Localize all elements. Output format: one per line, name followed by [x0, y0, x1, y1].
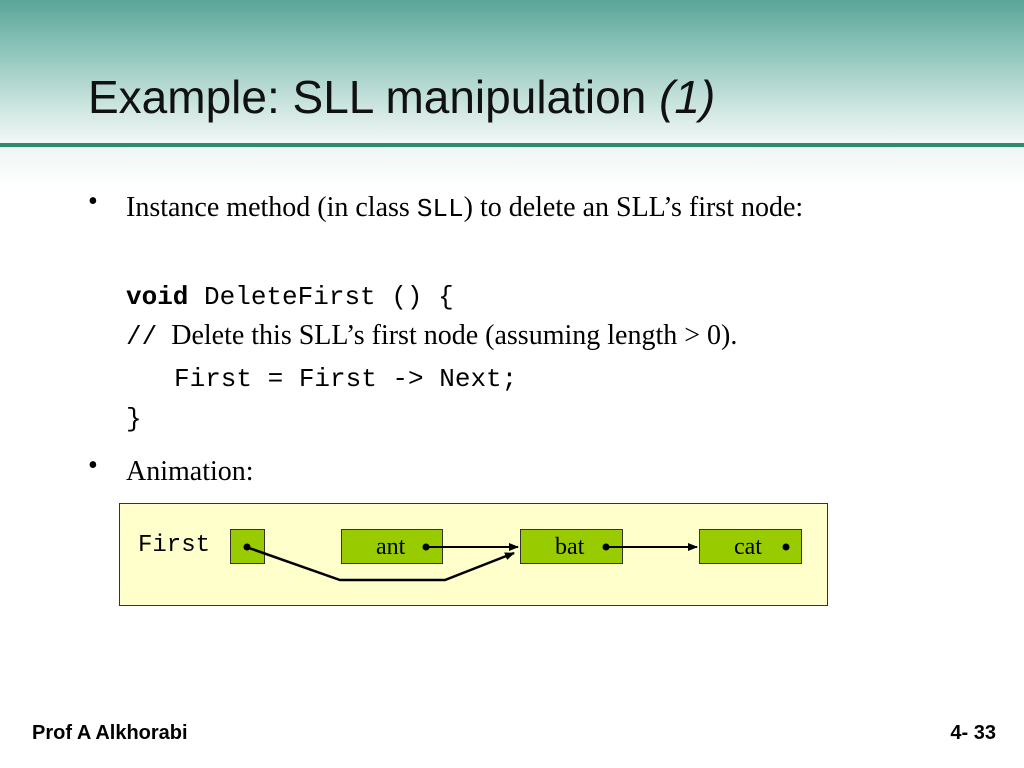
code-line-comment: // Delete this SLL’s first node (assumin… [126, 320, 737, 352]
code-statement: First = First -> Next; [174, 364, 518, 394]
footer-page-number: 4- 33 [950, 722, 996, 744]
node-label: cat [734, 534, 762, 560]
code-comment-text: Delete this SLL’s first node (assuming l… [157, 320, 738, 351]
bullet-1-text: Instance method (in class SLL) to delete… [126, 186, 926, 231]
header-background [0, 0, 1024, 145]
header-fade [0, 147, 1024, 187]
bullet-1-text-after: ) to delete an SLL’s first node: [463, 192, 804, 223]
code-signature: DeleteFirst () { [188, 282, 454, 312]
title-text: Example: SLL manipulation [88, 71, 647, 123]
footer-author: Prof A Alkhorabi [32, 722, 188, 744]
title-suffix: (1) [659, 71, 716, 123]
bullet-2-text: Animation: [126, 456, 254, 487]
node-label: ant [376, 534, 406, 560]
bullet-1-code: SLL [416, 194, 464, 224]
node-bat: bat [520, 529, 623, 564]
first-pointer-label: First [138, 532, 211, 559]
slide-title: Example: SLL manipulation (1) [88, 70, 715, 124]
code-line-signature: void DeleteFirst () { [126, 280, 454, 312]
code-close-brace: } [126, 404, 142, 434]
header-divider [0, 143, 1024, 147]
first-pointer-cell [230, 529, 265, 564]
node-cat: cat [699, 529, 802, 564]
code-line-statement: First = First -> Next; [174, 362, 517, 394]
node-ant: ant [341, 529, 443, 564]
bullet-1-text-before: Instance method (in class [126, 192, 417, 223]
code-comment-marker: // [126, 322, 158, 352]
bullet-dot: • [88, 186, 98, 217]
bullet-dot: • [88, 450, 98, 481]
code-line-close: } [126, 402, 142, 434]
node-label: bat [555, 534, 585, 560]
code-keyword: void [126, 282, 189, 312]
